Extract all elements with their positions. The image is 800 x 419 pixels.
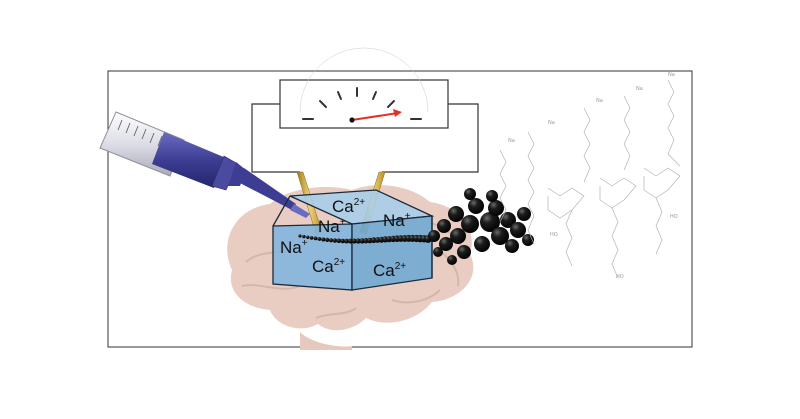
polymer-bead <box>464 188 476 200</box>
polymer-bead <box>336 238 342 244</box>
tissue-block <box>272 189 435 291</box>
polymer-bead <box>347 238 353 244</box>
polymer-bead <box>433 247 443 257</box>
polymer-bead <box>488 200 504 216</box>
polymer-beads <box>298 188 534 265</box>
ion-label: Ca2+ <box>373 261 406 280</box>
polymer-bead <box>474 236 490 252</box>
polymer-bead <box>486 190 498 202</box>
syringe <box>99 111 310 218</box>
polymer-bead <box>313 236 318 241</box>
voltmeter <box>279 47 449 129</box>
ion-labels: Ca2+ Na+ Na+ Na+ Ca2+ Ca2+ <box>280 197 411 280</box>
chem-label: Na <box>596 98 603 104</box>
chem-label: HO <box>616 274 624 280</box>
polymer-bead <box>359 238 365 244</box>
chem-label: Na <box>508 138 515 144</box>
polymer-bead <box>302 234 306 239</box>
polymer-bead <box>510 222 526 238</box>
polymer-bead <box>328 238 334 243</box>
polymer-bead <box>309 236 314 240</box>
ion-label: Ca2+ <box>332 197 365 216</box>
polymer-bead <box>439 237 453 251</box>
ion-label: Ca2+ <box>312 257 345 276</box>
polymer-bead <box>517 207 531 221</box>
polymer-bead <box>448 206 464 222</box>
polymer-bead <box>461 215 479 233</box>
ion-label: Na+ <box>280 238 308 257</box>
polymer-bead <box>332 238 338 243</box>
polymer-bead <box>306 235 310 239</box>
polymer-bead <box>325 237 330 242</box>
polymer-bead <box>321 237 326 242</box>
polymer-bead <box>450 228 466 244</box>
polymer-bead <box>468 198 484 214</box>
circuit-wires <box>251 103 479 173</box>
polymer-bead <box>457 245 471 259</box>
polymer-bead <box>355 238 361 244</box>
molecule-labels: Na Na Na Na Na HO HO HO <box>508 72 678 280</box>
chem-label: HO <box>670 214 678 220</box>
polymer-bead <box>437 219 451 233</box>
polymer-bead <box>351 238 357 244</box>
polymer-bead <box>505 239 519 253</box>
ion-label: Na+ <box>318 217 346 236</box>
polymer-bead <box>340 238 346 244</box>
ion-label: Na+ <box>383 211 411 230</box>
molecular-structure <box>499 79 681 279</box>
chem-label: Na <box>548 120 555 126</box>
chem-label: HO <box>550 232 558 238</box>
polymer-bead <box>500 212 516 228</box>
chem-label: Na <box>636 86 643 92</box>
polymer-bead <box>447 255 457 265</box>
polymer-bead <box>298 234 302 238</box>
polymer-bead <box>317 237 322 241</box>
polymer-bead <box>344 238 349 244</box>
polymer-bead <box>428 230 440 242</box>
polymer-bead <box>491 227 509 245</box>
chem-label: Na <box>668 72 675 78</box>
meter-needle <box>351 112 399 121</box>
polymer-bead <box>480 212 500 232</box>
